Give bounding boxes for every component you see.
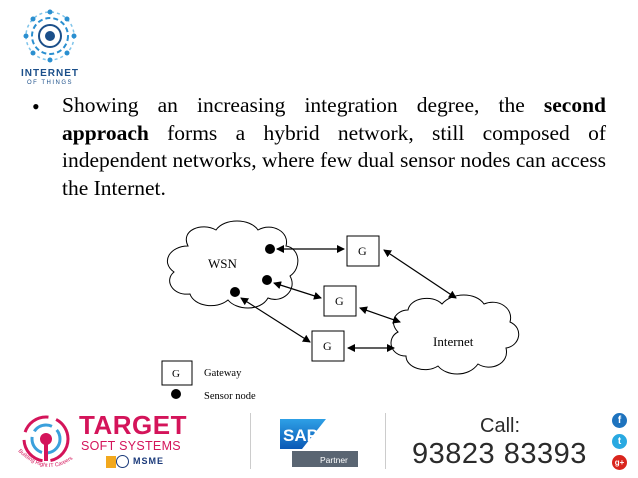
facebook-icon[interactable]: f	[612, 413, 627, 428]
iot-logo: INTERNET OF THINGS	[14, 8, 86, 87]
gateway-label: G	[358, 244, 367, 258]
phone-number[interactable]: 93823 83393	[412, 438, 587, 470]
sap-partner-text: Partner	[320, 455, 348, 465]
call-label: Call:	[480, 415, 521, 437]
bullet-text-bold: second approach	[62, 93, 606, 145]
gateway-box	[311, 330, 345, 362]
link-arrow	[240, 297, 311, 343]
legend-gateway-symbol	[161, 360, 193, 386]
bullet-text-part: Showing an increasing integration degree…	[62, 93, 544, 117]
link-arrow	[273, 281, 322, 300]
divider	[385, 413, 386, 469]
sensor-node	[230, 287, 240, 297]
legend-sensor-dot	[171, 389, 181, 399]
sensor-node	[265, 244, 275, 254]
badge-icon	[106, 456, 116, 468]
target-tagline: Building Right IT Careers	[17, 448, 75, 469]
sap-text: SAP	[283, 426, 318, 445]
twitter-icon[interactable]: t	[612, 434, 627, 449]
bullet-text: Showing an increasing integration degree…	[62, 92, 606, 202]
badge-icon	[116, 455, 129, 468]
gateway-box	[323, 285, 357, 317]
msme-logo: MSME	[133, 456, 164, 466]
link-arrow	[383, 249, 457, 299]
footer-bar: Building Right IT Careers TARGET SOFT SY…	[0, 405, 638, 478]
sap-partner-logo: SAP Partner	[280, 419, 360, 472]
hybrid-network-diagram: WSN Internet G G G G Gateway Sensor node	[161, 220, 520, 402]
divider	[250, 413, 251, 469]
logo-subtitle: OF THINGS	[26, 80, 74, 86]
sensor-node	[262, 275, 272, 285]
legend-gateway-symbol-label: G	[172, 368, 180, 380]
legend-sensor-text: Sensor node	[204, 391, 256, 402]
target-logo-icon	[22, 415, 70, 463]
tagline-text: Building Right IT Careers	[17, 448, 75, 469]
bullet-item: • Showing an increasing integration degr…	[32, 92, 606, 202]
bullet-text-part: forms a hybrid network, still composed o…	[62, 120, 606, 200]
legend-gateway-text: Gateway	[204, 368, 242, 379]
brand-title: TARGET	[79, 410, 187, 440]
iot-circuit-icon	[23, 9, 77, 63]
brand-subtitle: SOFT SYSTEMS	[81, 439, 181, 453]
logo-title: INTERNET	[21, 68, 79, 79]
wsn-label: WSN	[208, 256, 238, 271]
link-arrow	[359, 306, 401, 324]
google-plus-icon[interactable]: g+	[612, 455, 627, 470]
gateway-box	[346, 235, 380, 267]
gateway-label: G	[335, 294, 344, 308]
svg-text:Building Right IT Careers: Building Right IT Careers	[17, 448, 75, 469]
sap-logo-icon: SAP Partner	[280, 419, 358, 467]
bullet-dot: •	[32, 94, 40, 119]
internet-label: Internet	[433, 334, 474, 349]
gateway-label: G	[323, 339, 332, 353]
